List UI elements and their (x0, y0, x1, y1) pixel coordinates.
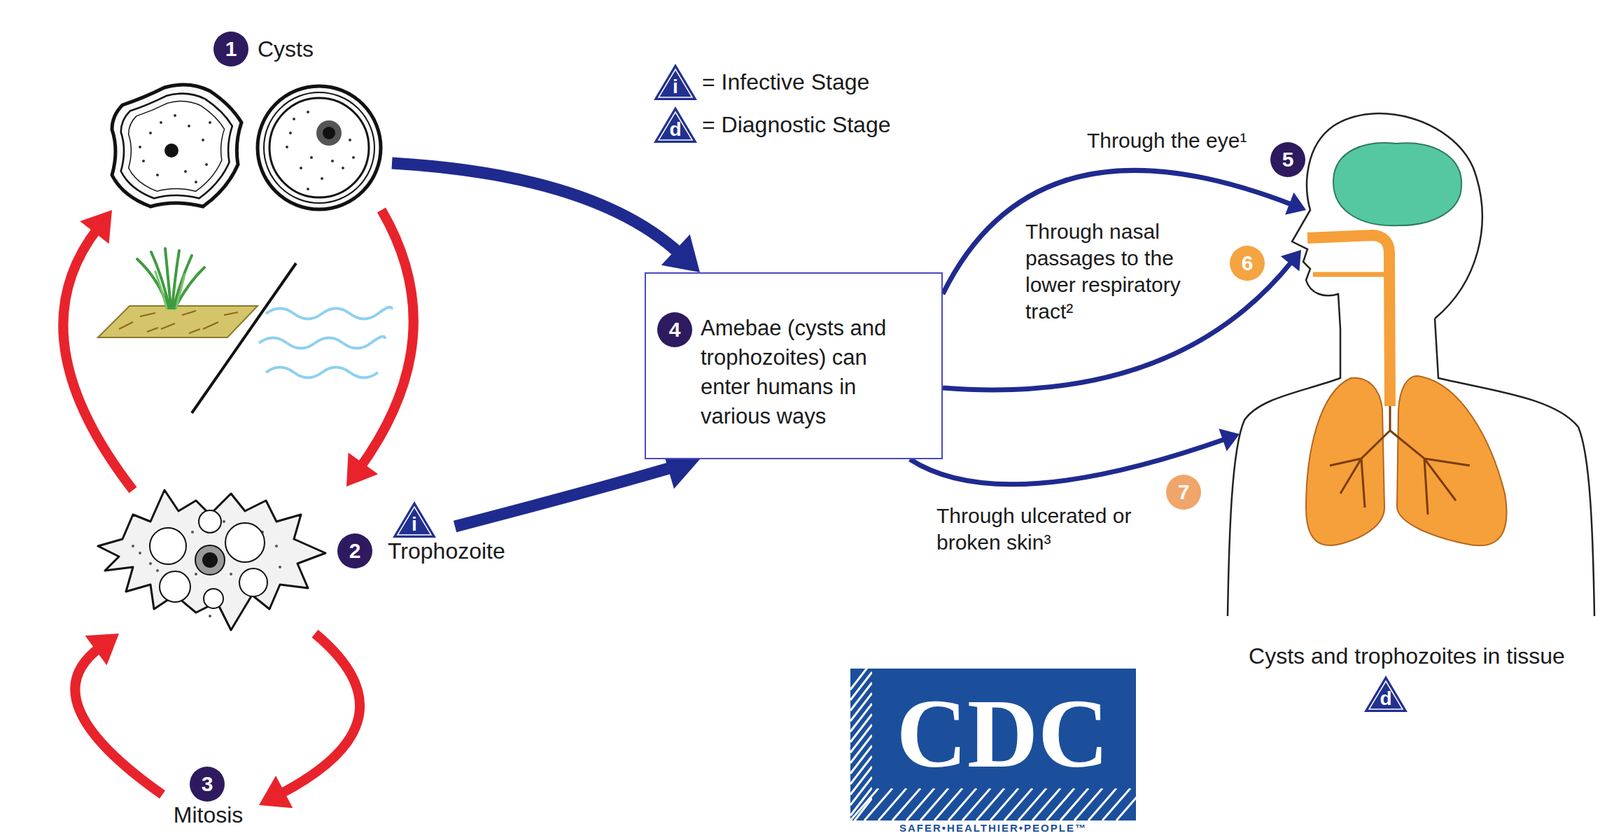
connector-arrow (258, 633, 360, 808)
callout-circle: 5 (1270, 142, 1306, 178)
callout-circle: 2 (337, 533, 373, 569)
human-drawing (1227, 113, 1595, 616)
triangle-fill (392, 501, 437, 538)
logo-text: CDC (874, 684, 1131, 783)
text-holder: Amebae (cysts and trophozoites) can ente… (700, 313, 911, 432)
route-label: Through ulcerated or broken skin³ (936, 502, 1161, 556)
logo-drawing (850, 661, 1145, 826)
stage-mark: i (653, 62, 698, 101)
box-text: Amebae (cysts and trophozoites) can ente… (700, 313, 911, 432)
legend-text: = Diagnostic Stage (702, 111, 891, 138)
callout-number: 5 (1270, 142, 1306, 178)
callout-circle: 6 (1229, 245, 1265, 281)
connector-arrow (346, 209, 414, 487)
text-holder: Through nasal passages to the lower resp… (1025, 218, 1215, 325)
triangle-fill (1364, 675, 1408, 712)
trophozoite-drawing (97, 489, 326, 630)
stage-mark: d (653, 105, 698, 144)
text-holder: = Diagnostic Stage (702, 111, 891, 138)
connector-arrow (62, 209, 133, 490)
callout-number: 3 (189, 766, 225, 802)
text-holder: Mitosis (160, 801, 256, 828)
entry-box: 4Amebae (cysts and trophozoites) can ent… (644, 272, 943, 460)
route-label: Through the eye¹ (1086, 127, 1297, 154)
callout-number: 6 (1229, 245, 1265, 281)
route-label: Through nasal passages to the lower resp… (1025, 218, 1215, 325)
stage-letter: d (653, 105, 698, 141)
stage-label: Mitosis (160, 801, 256, 828)
callout-number: 2 (337, 533, 373, 569)
habitat-drawing (97, 248, 392, 413)
stage-letter: i (391, 500, 437, 536)
tissue-caption: Cysts and trophozoites in tissue (1217, 642, 1596, 670)
text-holder: SAFER•HEALTHIER•PEOPLE™ (850, 821, 1136, 835)
arrow-line (359, 209, 414, 469)
text-holder: Trophozoite (387, 537, 506, 565)
connector-arrow (391, 163, 700, 273)
callout-circle: 7 (1166, 474, 1202, 510)
stage-letter: d (1363, 674, 1409, 710)
callout-circle: 4 (657, 312, 693, 348)
stage-label: Cysts (257, 35, 314, 63)
connector-arrow (74, 633, 163, 795)
human-host: Cysts and trophozoites in tissue (1217, 104, 1596, 714)
stage-mark: d (1363, 674, 1409, 713)
text-holder: Through ulcerated or broken skin³ (936, 502, 1161, 556)
text-holder: = Infective Stage (702, 68, 870, 96)
arrow-line (454, 466, 675, 527)
text-holder: Cysts (257, 35, 314, 63)
stage-letter: i (653, 62, 698, 98)
text-holder: Through the eye¹ (1086, 127, 1297, 154)
callout-number: 7 (1166, 474, 1202, 510)
callout-number: 4 (657, 312, 693, 348)
trophozoite-stage: 2 Trophozoite (90, 482, 546, 637)
legend-text: = Infective Stage (702, 68, 870, 96)
cyst-drawing (257, 86, 381, 210)
arrow-line (62, 228, 133, 490)
stage-mark: i (391, 500, 437, 539)
arrow-line (74, 646, 163, 795)
triangle-fill (653, 63, 698, 101)
text-holder: Cysts and trophozoites in tissue (1217, 642, 1596, 670)
logo-tagline: SAFER•HEALTHIER•PEOPLE™ (850, 821, 1136, 835)
cyst-stage: 1 Cysts (97, 27, 392, 214)
cyst-drawing (111, 84, 242, 207)
text-holder: CDC (874, 684, 1131, 783)
triangle-fill (653, 106, 698, 143)
arrow-line (391, 163, 681, 255)
arrow-line (279, 633, 360, 795)
mitosis-stage: 3Mitosis (160, 762, 256, 833)
callout-number: 1 (213, 31, 249, 67)
stage-label: Trophozoite (387, 537, 506, 565)
connector-arrow (454, 447, 700, 527)
callout-circle: 3 (189, 766, 225, 802)
callout-circle: 1 (213, 31, 249, 67)
